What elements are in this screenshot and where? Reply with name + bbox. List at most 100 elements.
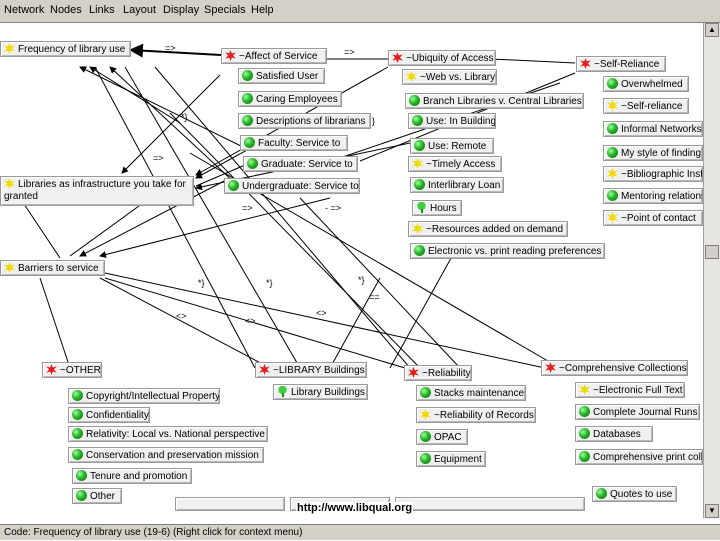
node-label: ~Point of contact bbox=[621, 213, 696, 224]
node-label: ~Comprehensive Collections bbox=[559, 363, 687, 374]
node-tenure-promotion[interactable]: Tenure and promotion bbox=[72, 468, 192, 484]
scroll-down-button[interactable]: ▼ bbox=[705, 504, 719, 518]
node-reliability-of-records[interactable]: ~Reliability of Records bbox=[416, 407, 536, 423]
edge-label: *} bbox=[181, 112, 188, 122]
node-copyright[interactable]: Copyright/Intellectual Property bbox=[68, 388, 220, 404]
node-libraries-infrastructure[interactable]: Libraries as infrastructure you take for… bbox=[0, 176, 194, 206]
menu-links[interactable]: Links bbox=[89, 4, 115, 16]
node-library-buildings[interactable]: ~LIBRARY Buildings bbox=[255, 362, 367, 378]
node-barriers-to-service[interactable]: Barriers to service bbox=[0, 260, 105, 276]
node-descriptions-of-librarians[interactable]: Descriptions of librarians bbox=[238, 113, 371, 129]
node-satisfied-user[interactable]: Satisfied User bbox=[238, 68, 325, 84]
node-databases[interactable]: Databases bbox=[575, 426, 653, 442]
menu-network[interactable]: Network bbox=[4, 4, 45, 16]
edge-label: } bbox=[372, 116, 376, 126]
node-reliability[interactable]: ~Reliability bbox=[404, 365, 472, 381]
node-partial[interactable] bbox=[395, 497, 585, 511]
node-mentoring-relations[interactable]: Mentoring relations bbox=[603, 188, 703, 204]
node-hours[interactable]: Hours bbox=[412, 200, 462, 216]
node-label: Libraries as infrastructure you take for… bbox=[4, 179, 186, 202]
menu-specials[interactable]: Specials bbox=[204, 4, 246, 16]
node-frequency-of-library-use[interactable]: Frequency of library use bbox=[0, 41, 131, 57]
node-label: Graduate: Service to bbox=[261, 159, 353, 170]
node-ubiquity-of-access[interactable]: ~Ubiquity of Access bbox=[388, 50, 496, 66]
node-electronic-full-text[interactable]: ~Electronic Full Text bbox=[575, 382, 685, 398]
node-affect-of-service[interactable]: ~Affect of Service bbox=[221, 48, 327, 64]
node-overwhelmed[interactable]: Overwhelmed bbox=[603, 76, 689, 92]
node-partial[interactable] bbox=[175, 497, 285, 511]
node-label: Caring Employees bbox=[256, 94, 338, 105]
node-electronic-vs-print[interactable]: Electronic vs. print reading preferences bbox=[410, 243, 605, 259]
node-conservation[interactable]: Conservation and preservation mission bbox=[68, 447, 264, 463]
scroll-thumb[interactable] bbox=[705, 245, 719, 259]
edge-label: <> bbox=[176, 311, 187, 321]
node-timely-access[interactable]: ~Timely Access bbox=[408, 156, 502, 172]
menu-help[interactable]: Help bbox=[251, 4, 274, 16]
green-dot-icon bbox=[72, 409, 83, 420]
yellow-star-icon bbox=[4, 262, 15, 273]
edge-label: *} bbox=[198, 278, 205, 288]
red-star-icon bbox=[225, 50, 236, 61]
node-label: Stacks maintenance bbox=[434, 388, 525, 399]
node-label: Complete Journal Runs bbox=[593, 407, 698, 418]
node-opac[interactable]: OPAC bbox=[416, 429, 468, 445]
edge-label: => bbox=[242, 203, 253, 213]
green-dot-icon bbox=[76, 470, 87, 481]
node-my-style-of-finding[interactable]: My style of finding bbox=[603, 145, 703, 161]
node-label: Use: Remote bbox=[428, 141, 487, 152]
node-complete-journal-runs[interactable]: Complete Journal Runs bbox=[575, 404, 700, 420]
node-caring-employees[interactable]: Caring Employees bbox=[238, 91, 342, 107]
watermark-url: http://www.libqual.org bbox=[296, 502, 414, 514]
node-relativity[interactable]: Relativity: Local vs. National perspecti… bbox=[68, 426, 268, 442]
node-resources-on-demand[interactable]: ~Resources added on demand bbox=[408, 221, 568, 237]
green-dot-icon bbox=[409, 95, 420, 106]
green-dot-icon bbox=[607, 123, 618, 134]
node-library-buildings-sub[interactable]: Library Buildings bbox=[273, 384, 368, 400]
node-comprehensive-collections[interactable]: ~Comprehensive Collections bbox=[541, 360, 688, 376]
green-dot-icon bbox=[242, 115, 253, 126]
edge-label: => bbox=[153, 153, 164, 163]
green-dot-icon bbox=[72, 449, 83, 460]
yellow-star-icon bbox=[420, 409, 431, 420]
node-undergraduate-service[interactable]: Undergraduate: Service to bbox=[224, 178, 360, 194]
node-label: Branch Libraries v. Central Libraries bbox=[423, 96, 582, 107]
node-stacks-maintenance[interactable]: Stacks maintenance bbox=[416, 385, 526, 401]
network-canvas[interactable]: => => => => - => *} *} *} *} == <> <> <>… bbox=[0, 23, 703, 518]
scroll-up-button[interactable]: ▲ bbox=[705, 23, 719, 37]
node-use-in-building[interactable]: Use: In Building bbox=[408, 113, 496, 129]
edge-label: => bbox=[344, 47, 355, 57]
menu-nodes[interactable]: Nodes bbox=[50, 4, 82, 16]
node-quotes-to-use[interactable]: Quotes to use bbox=[592, 486, 677, 502]
node-branch-libraries[interactable]: Branch Libraries v. Central Libraries bbox=[405, 93, 584, 109]
node-label: ~Self-Reliance bbox=[594, 59, 660, 70]
edge-label: - => bbox=[325, 203, 342, 213]
node-label: Descriptions of librarians bbox=[256, 116, 366, 127]
menu-layout[interactable]: Layout bbox=[123, 4, 157, 16]
menu-display[interactable]: Display bbox=[163, 4, 200, 16]
red-star-icon bbox=[580, 58, 591, 69]
node-web-vs-library[interactable]: ~Web vs. Library bbox=[402, 69, 497, 85]
edge-label: *} bbox=[266, 278, 273, 288]
node-self-reliance-sub[interactable]: ~Self-reliance bbox=[603, 98, 689, 114]
node-label: ~Self-reliance bbox=[621, 101, 683, 112]
node-bibliographic-instruction[interactable]: ~Bibliographic Inst bbox=[603, 166, 703, 182]
node-label: Relativity: Local vs. National perspecti… bbox=[86, 429, 265, 440]
node-faculty-service[interactable]: Faculty: Service to bbox=[240, 135, 348, 151]
node-equipment[interactable]: Equipment bbox=[416, 451, 486, 467]
green-dot-icon bbox=[414, 179, 425, 190]
node-label: ~LIBRARY Buildings bbox=[273, 365, 365, 376]
node-other-item[interactable]: Other bbox=[72, 488, 122, 504]
vertical-scrollbar[interactable]: ▲ ▼ bbox=[703, 23, 720, 518]
node-comprehensive-print[interactable]: Comprehensive print colle bbox=[575, 449, 703, 465]
node-use-remote[interactable]: Use: Remote bbox=[410, 138, 494, 154]
red-star-icon bbox=[46, 364, 57, 375]
node-confidentiality[interactable]: Confidentiality bbox=[68, 407, 150, 423]
node-graduate-service[interactable]: Graduate: Service to bbox=[243, 156, 358, 172]
node-other[interactable]: ~OTHER bbox=[42, 362, 102, 378]
yellow-star-icon bbox=[579, 384, 590, 395]
node-informal-networks[interactable]: Informal Networks bbox=[603, 121, 703, 137]
node-self-reliance[interactable]: ~Self-Reliance bbox=[576, 56, 666, 72]
node-interlibrary-loan[interactable]: Interlibrary Loan bbox=[410, 177, 504, 193]
node-point-of-contact[interactable]: ~Point of contact bbox=[603, 210, 703, 226]
edge-label: == bbox=[369, 292, 380, 302]
